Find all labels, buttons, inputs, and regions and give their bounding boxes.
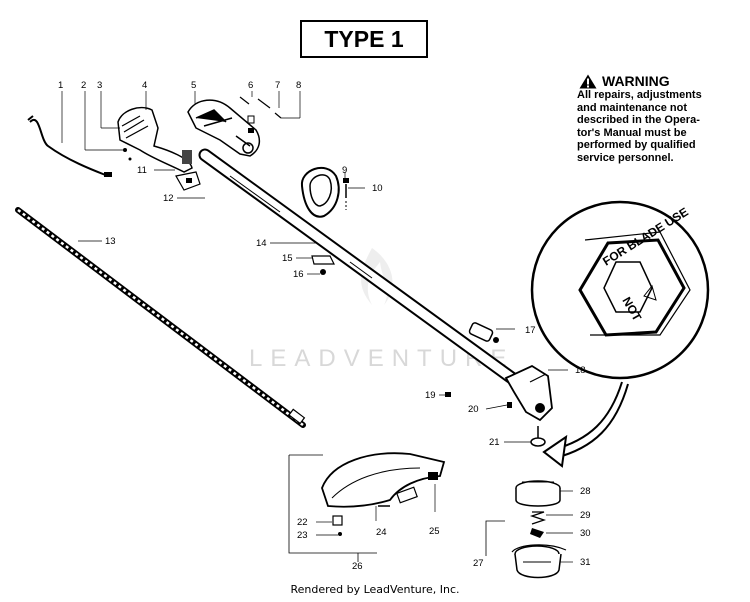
part-number: 16	[293, 269, 304, 280]
part-number: 11	[137, 165, 147, 176]
part-number: 23	[297, 530, 308, 541]
watermark-logo	[361, 248, 393, 305]
part-number: 4	[142, 80, 147, 91]
part-number: 6	[248, 80, 253, 91]
part-number: 13	[105, 236, 116, 247]
part-number: 7	[275, 80, 280, 91]
warning-line: All repairs, adjustments	[577, 89, 702, 101]
main-shaft-tube	[198, 148, 527, 391]
warning-line: service personnel.	[577, 151, 674, 164]
part-number: 9	[342, 165, 347, 176]
part-number-labels: 1 2 3 4 5 6 7 8 9 10 11 12 13 14 15 16 1…	[58, 80, 591, 572]
part-number: 20	[468, 404, 479, 415]
nut-detail-callout: FOR BLADE USE NOT	[530, 200, 710, 380]
part-number: 18	[575, 365, 586, 376]
part-number: 30	[580, 528, 591, 539]
loop-handle	[300, 166, 340, 218]
part-number: 19	[425, 390, 436, 401]
part-number: 14	[256, 238, 267, 249]
group-bracket-26	[288, 455, 377, 554]
part-number: 3	[97, 80, 102, 91]
part-number: 25	[429, 526, 440, 537]
group-bracket-27	[485, 520, 505, 556]
handle-housing	[117, 106, 193, 173]
part-number: 12	[163, 193, 174, 204]
warning-line: tor's Manual must be	[577, 126, 687, 139]
set-screw	[445, 392, 512, 408]
part-number: 21	[489, 437, 500, 448]
part-number: 22	[297, 517, 308, 528]
drive-shaft-cable	[15, 207, 306, 428]
part-number: 24	[376, 527, 387, 538]
part-number: 10	[372, 183, 383, 194]
callout-arrow	[542, 381, 629, 468]
screw-hardware	[239, 96, 282, 124]
warning-line: described in the Opera-	[577, 114, 700, 126]
footer-credit: Rendered by LeadVenture, Inc.	[290, 583, 460, 596]
trimmer-head-cap	[515, 480, 561, 507]
grass-shield	[321, 452, 446, 508]
engine-housing	[187, 99, 261, 157]
clamp-hardware	[311, 255, 335, 275]
shield-hardware	[332, 505, 390, 536]
stop-switch	[175, 171, 201, 191]
part-number: 1	[58, 80, 63, 91]
warning-heading: WARNING	[602, 73, 670, 89]
trimmer-head-spring	[529, 511, 547, 525]
trimmer-head-reel	[511, 528, 567, 579]
throttle-cable	[27, 115, 112, 177]
bolt-hardware	[343, 178, 349, 210]
gear-head	[504, 364, 553, 422]
type-title: TYPE 1	[300, 20, 428, 58]
part-number: 27	[473, 558, 484, 569]
part-number: 15	[282, 253, 293, 264]
part-number: 31	[580, 557, 591, 568]
warning-triangle-icon	[579, 74, 597, 88]
part-number: 28	[580, 486, 591, 497]
leader-lines	[61, 91, 573, 563]
warning-notice: WARNING All repairs, adjustments and mai…	[577, 73, 711, 164]
warning-text: All repairs, adjustments and maintenance…	[577, 89, 711, 164]
part-number: 26	[352, 561, 363, 572]
part-number: 17	[525, 325, 536, 336]
warning-heading-row: WARNING	[579, 73, 711, 89]
part-number: 8	[296, 80, 301, 91]
blade-nut	[530, 426, 546, 447]
warning-line: performed by qualified	[577, 139, 696, 151]
part-number: 29	[580, 510, 591, 521]
bearing-housing	[468, 322, 499, 343]
part-number: 2	[81, 80, 86, 91]
part-number: 5	[191, 80, 196, 91]
warning-line: and maintenance not	[577, 101, 688, 114]
